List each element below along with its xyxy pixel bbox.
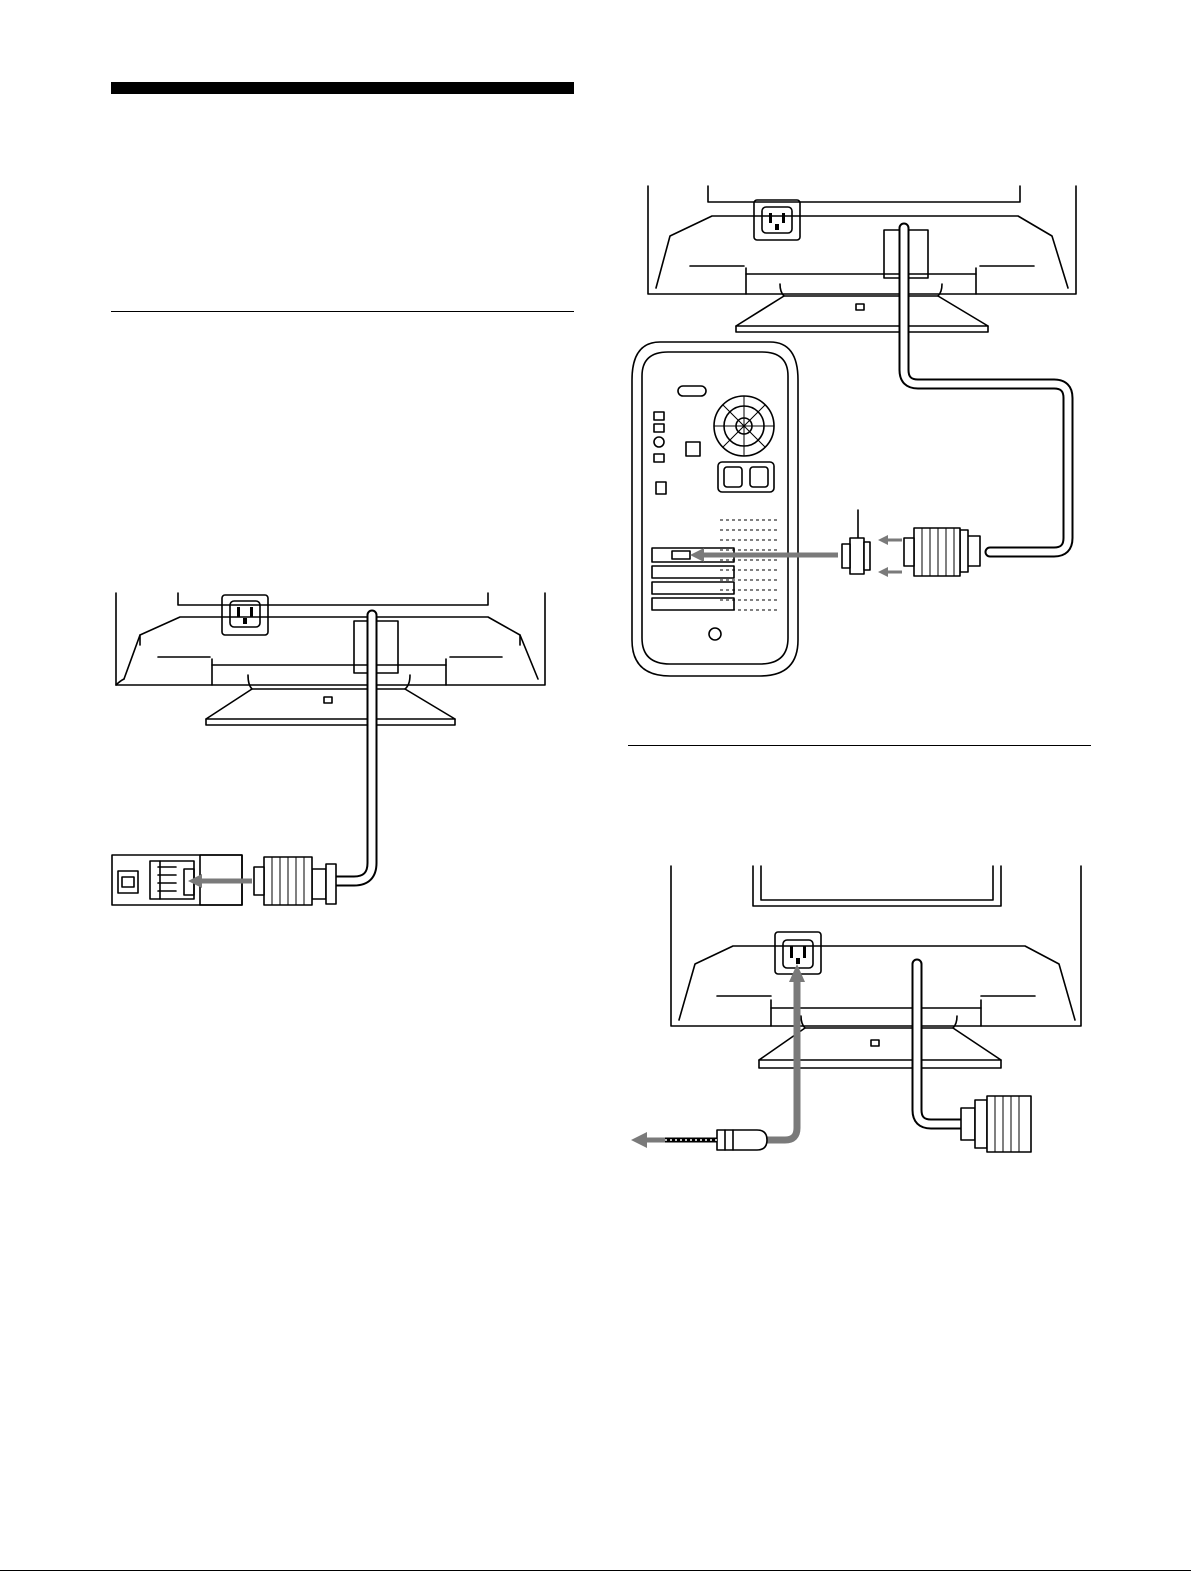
power-cord-illustration [631,964,805,1150]
mac-tower-illustration [632,342,798,676]
section-divider-left [111,311,574,312]
section-divider-right [628,745,1091,746]
ac-inlet-icon [222,595,268,635]
figure-pc-connection [100,585,570,915]
figure-mac-connection [620,180,1090,685]
ac-inlet-icon [754,200,800,240]
section-title-bar [111,82,574,94]
monitor-rear-illustration [116,593,545,725]
video-cable-illustration [330,615,398,881]
vga-plug-icon [904,528,980,576]
monitor-rear-illustration [648,186,1076,332]
video-cable-illustration [917,964,961,1124]
page-footer-rule [0,1570,1191,1571]
figure-power-connection [625,860,1090,1160]
vga-plug-icon [961,1096,1031,1152]
vga-plug-icon [254,857,336,905]
insert-arrow-icon [878,535,902,577]
mac-adapter-icon [842,510,870,574]
monitor-rear-illustration [671,866,1081,1068]
